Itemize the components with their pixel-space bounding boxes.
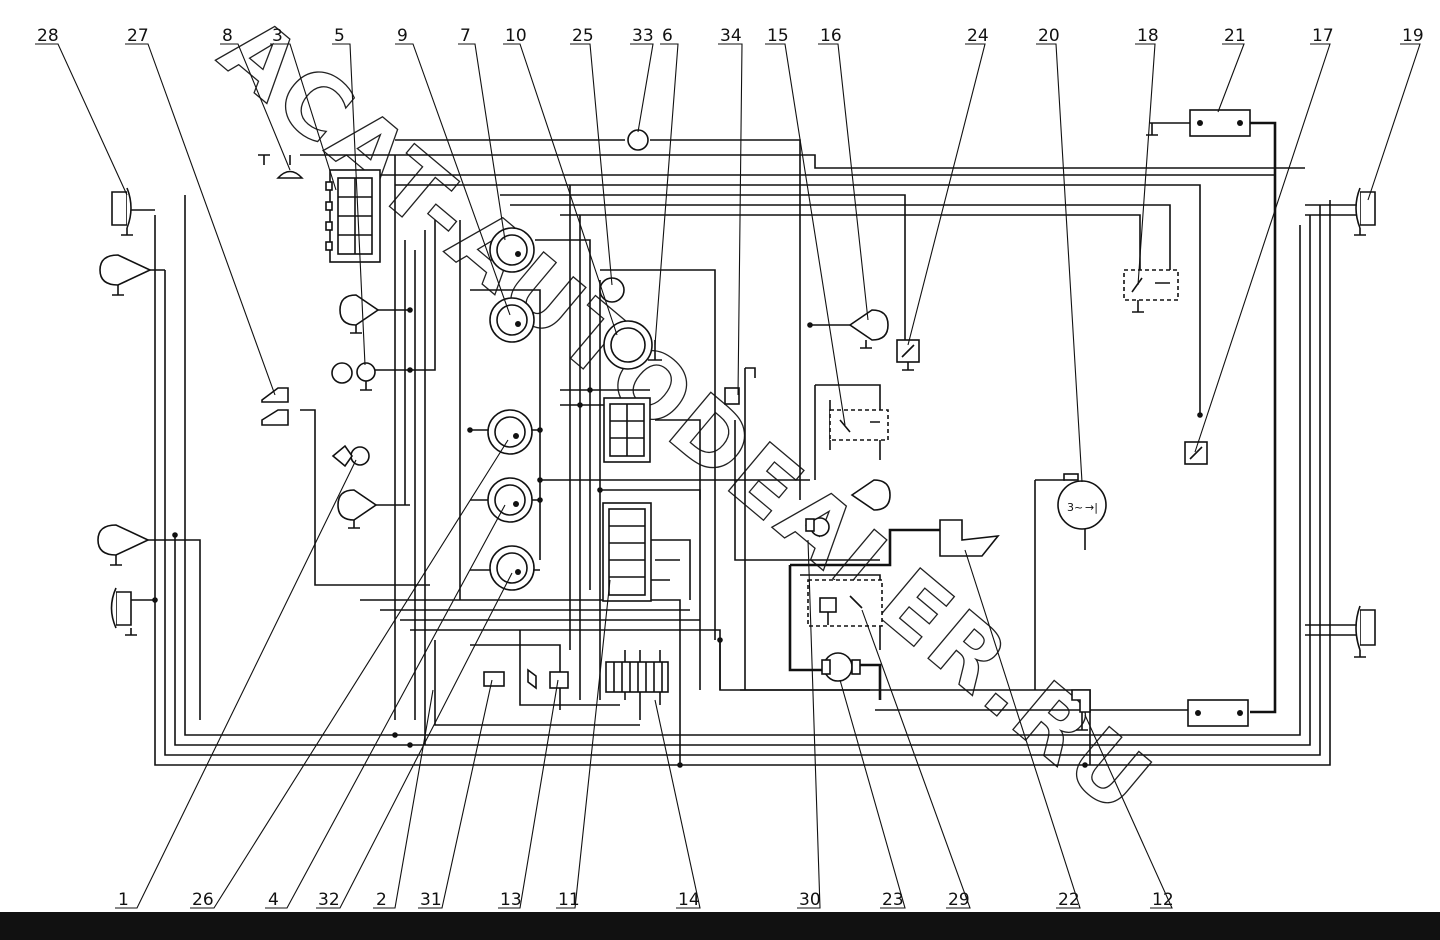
small-switch [549,671,569,689]
switch-12 [1071,689,1091,731]
top-labels: 28 27 8 3 5 9 7 10 25 33 6 34 15 16 24 2… [37,26,1424,46]
label-top-15: 15 [767,26,789,46]
gauge-4 [487,477,533,523]
label-top-20: 20 [1038,26,1060,46]
front-left-headlamp [99,254,152,296]
label-bottom-1: 1 [118,890,129,910]
bottom-bar [0,912,1440,940]
key-switch [724,367,756,405]
label-top-7: 7 [460,26,471,46]
horn-22 [939,519,1000,557]
sender-24 [896,339,920,371]
fuse-block-left [325,169,381,263]
sender-17 [1184,441,1208,465]
rear-left-headlamp [97,524,150,566]
alternator-mark: 3~ [1067,501,1083,514]
junction-dots [152,307,1203,768]
gauge-small [599,277,625,303]
top-sender [627,129,649,151]
label-bottom-32: 32 [318,890,340,910]
battery-top [1146,109,1251,137]
label-top-19: 19 [1402,26,1424,46]
rear-right-turn-lamp [1354,605,1376,658]
label-top-21: 21 [1224,26,1246,46]
label-top-3: 3 [272,26,283,46]
rear-left-turn-lamp [110,587,137,636]
dome-lamp [258,154,304,179]
diode-mark: →| [1085,501,1098,514]
label-bottom-26: 26 [192,890,214,910]
label-top-24: 24 [967,26,989,46]
label-top-10: 10 [505,26,527,46]
left-lamp-mid-3 [337,489,378,529]
fuse-box-center [602,502,652,602]
pump-30 [805,517,830,537]
label-top-16: 16 [820,26,842,46]
gauge-top [489,227,535,273]
label-bottom-22: 22 [1058,890,1080,910]
relay-15 [829,409,889,441]
label-top-9: 9 [397,26,408,46]
buzzer [527,668,537,690]
leader-lines [35,43,1421,909]
label-bottom-2: 2 [376,890,387,910]
left-lamp-mid-2 [331,444,370,468]
label-bottom-31: 31 [420,890,442,910]
alternator: 3~ →| [1057,473,1107,530]
lamp-right-upper [848,309,889,349]
battery-bottom [1187,699,1249,727]
label-bottom-12: 12 [1152,890,1174,910]
gauge-3 [487,409,533,455]
bottom-labels: 1 26 4 32 2 31 13 11 14 30 23 29 22 12 [118,890,1174,910]
label-bottom-30: 30 [799,890,821,910]
fan-motor [331,362,376,391]
label-top-28: 28 [37,26,59,46]
gauge-5 [489,545,535,591]
lamp-right-lower [850,479,891,511]
label-top-33: 33 [632,26,654,46]
label-bottom-14: 14 [678,890,700,910]
label-bottom-13: 13 [500,890,522,910]
label-bottom-23: 23 [882,890,904,910]
label-top-34: 34 [720,26,742,46]
starter-23 [821,652,861,682]
label-top-25: 25 [572,26,594,46]
label-top-8: 8 [222,26,233,46]
terminal-strip [605,661,669,693]
label-top-5: 5 [334,26,345,46]
label-bottom-4: 4 [268,890,279,910]
switch-block-center [603,397,651,463]
front-left-turn-lamp [111,187,133,236]
label-top-18: 18 [1137,26,1159,46]
left-lamp-mid-1 [339,294,380,334]
main-harness [130,121,1360,766]
front-right-turn-lamp [1354,187,1376,236]
label-bottom-29: 29 [948,890,970,910]
small-relay-left [483,671,505,687]
label-top-17: 17 [1312,26,1334,46]
label-bottom-11: 11 [558,890,580,910]
label-top-6: 6 [662,26,673,46]
gauge-2 [489,297,535,343]
label-top-27: 27 [127,26,149,46]
relay-29 [807,579,883,627]
relay-18 [1123,269,1179,313]
